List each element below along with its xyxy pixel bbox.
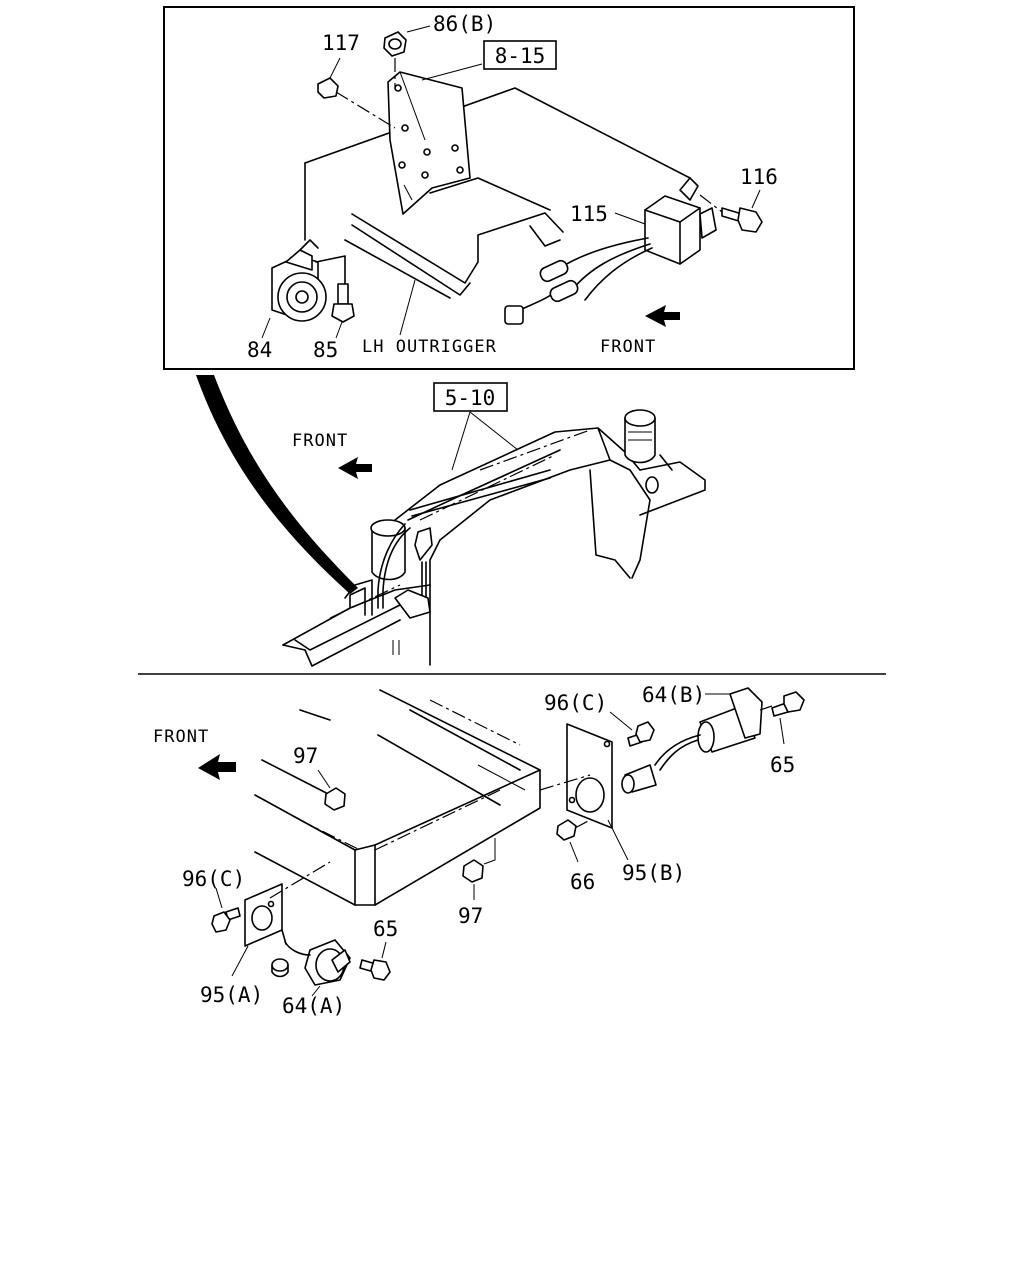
caption-front-mid: FRONT [292, 431, 348, 451]
label-66: 66 [570, 870, 595, 894]
label-95a: 95(A) [200, 983, 263, 1007]
label-116: 116 [740, 165, 778, 189]
leader-97-bottom-b [483, 838, 496, 865]
frame-rail [394, 427, 706, 666]
label-84: 84 [247, 338, 272, 362]
leader-97-top [317, 769, 331, 789]
label-95b: 95(B) [622, 861, 685, 885]
bolt-96c-right [627, 721, 655, 747]
leader-115 [614, 212, 646, 225]
leader-64a [311, 985, 321, 997]
caption-lh-outrigger: LH OUTRIGGER [362, 337, 497, 357]
lh-outrigger [304, 87, 691, 299]
leader-117 [329, 57, 341, 79]
leader-95a [231, 945, 249, 977]
label-64b: 64(B) [642, 683, 705, 707]
label-64a: 64(A) [282, 994, 345, 1018]
bottom-view: FRONT [153, 683, 805, 1018]
leader-84 [261, 317, 271, 339]
label-96c-left: 96(C) [182, 867, 245, 891]
label-65-right: 65 [770, 753, 795, 777]
dashline-117 [335, 91, 396, 129]
outrigger-lower [282, 579, 431, 667]
front-arrow-mid-icon [338, 457, 372, 479]
label-117: 117 [322, 31, 360, 55]
harness-115 [504, 237, 653, 325]
leader-96c-left [215, 887, 223, 909]
canister-right [624, 409, 656, 464]
label-97-bottom: 97 [458, 904, 483, 928]
line-assembly [377, 469, 551, 655]
bolt-65-left [359, 959, 391, 981]
ref-box-5-10 [433, 382, 508, 412]
leader-95b [607, 819, 629, 861]
switch-64b [621, 687, 763, 794]
nut-97-bottom [462, 859, 484, 883]
caption-front-top: FRONT [600, 337, 656, 357]
callout-pointer [196, 375, 358, 594]
leader-116 [751, 189, 761, 209]
leader-65-left [381, 941, 387, 959]
plate-95b [566, 723, 613, 829]
leader-86b [406, 25, 431, 33]
leader-8-15 [421, 63, 483, 81]
bolt-96c-left [211, 907, 241, 933]
dashline-65-right [759, 705, 773, 711]
nut-86b [383, 31, 407, 57]
relay-115 [644, 177, 717, 265]
bolt-116 [721, 207, 763, 233]
leader-85 [335, 321, 343, 339]
leader-66 [569, 841, 579, 863]
label-96c-right: 96(C) [544, 691, 607, 715]
leader-5-10-a [451, 411, 471, 471]
middle-view: 5-10 FRONT [196, 375, 706, 667]
ref-box-5-10-text: 5-10 [445, 386, 496, 410]
ref-box-8-15 [483, 40, 557, 70]
dashline-66 [574, 819, 591, 829]
leader-96c-right [609, 711, 633, 731]
cross-member [254, 689, 541, 906]
horn-bracket-arm [315, 255, 346, 291]
dashline-116 [699, 194, 723, 213]
dashline-plate-a [269, 861, 331, 899]
switch-64a [271, 929, 351, 986]
plate-95a [244, 883, 283, 947]
bolt-85 [331, 283, 355, 323]
label-86b: 86(B) [433, 12, 496, 36]
label-97-top: 97 [293, 744, 318, 768]
leader-5-10-b [469, 411, 519, 451]
bracket [387, 71, 471, 215]
horn-84 [271, 239, 327, 322]
canister-left [370, 519, 406, 581]
leader-outrigger [399, 279, 416, 336]
leader-65-right [779, 717, 785, 745]
bolt-65-right [771, 691, 805, 717]
nut-97-top [324, 787, 346, 811]
ref-box-8-15-text: 8-15 [495, 44, 546, 68]
nut-66 [556, 819, 577, 841]
front-arrow-bottom-icon [198, 754, 236, 780]
label-115: 115 [570, 202, 608, 226]
caption-front-bottom: FRONT [153, 727, 209, 747]
label-85: 85 [313, 338, 338, 362]
top-inset: 8-15 86(B) 117 115 [163, 6, 855, 370]
label-65-left: 65 [373, 917, 398, 941]
dashline-plate-b [539, 774, 591, 791]
front-arrow-icon [645, 305, 680, 327]
